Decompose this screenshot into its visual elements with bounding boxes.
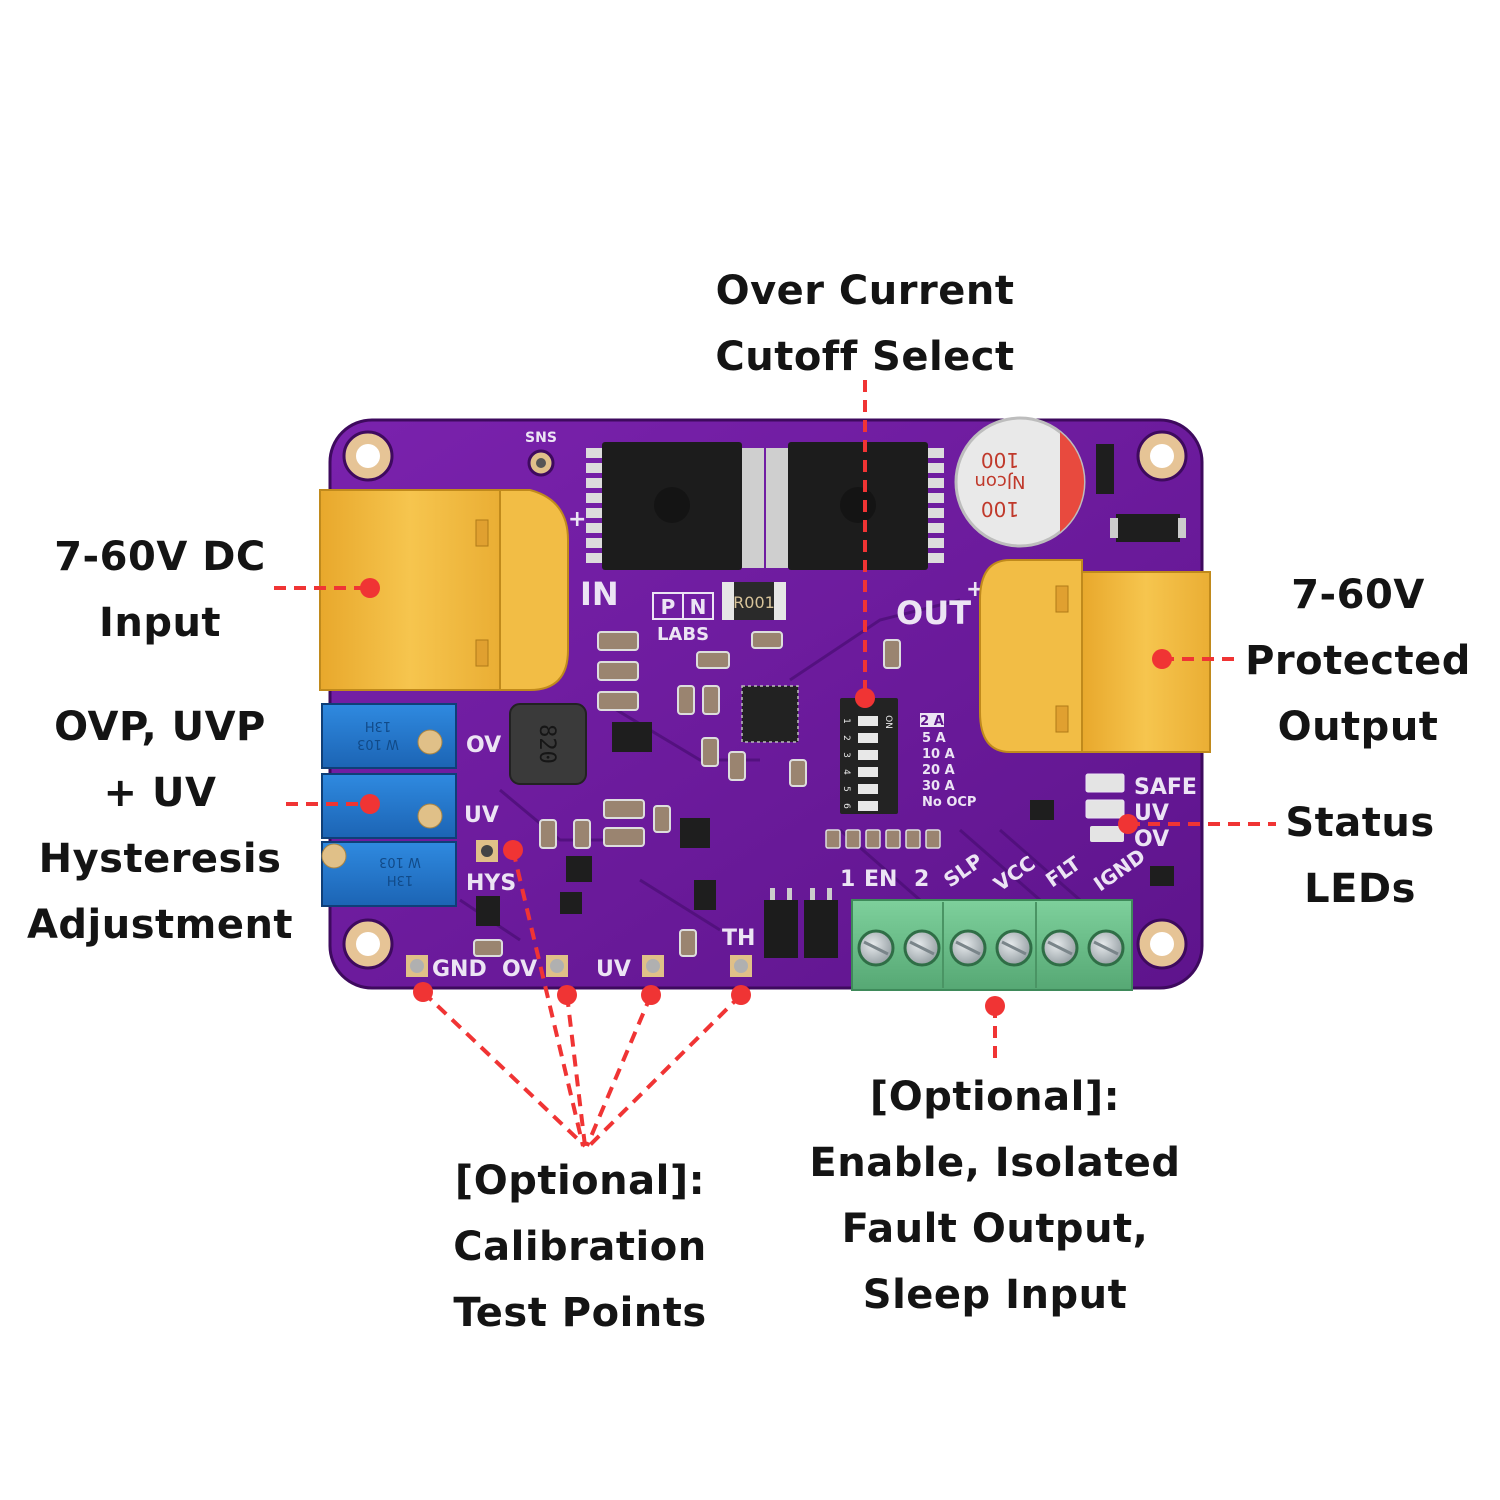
trimpot-label-ov: OV [466, 733, 501, 758]
callout-line: Status [1285, 800, 1435, 846]
screw-slot [955, 940, 981, 956]
capacitor-marking-3: 100 [981, 497, 1019, 521]
capacitor-marking-1: 100 [981, 448, 1019, 472]
inductor-marking: 820 [534, 724, 559, 764]
callout-line: Enable, Isolated [809, 1140, 1181, 1186]
in-label: IN [580, 575, 619, 613]
callout-over-current: Over Current Cutoff Select [660, 258, 1070, 390]
callout-line: Sleep Input [862, 1272, 1128, 1318]
input-xt-connector [319, 489, 569, 691]
dip-position: 2 [841, 735, 851, 741]
mounting-holes [342, 430, 1188, 970]
trimpot-label-hys: HYS [466, 871, 516, 896]
dip-current-options: 2 A 5 A 10 A 20 A 30 A No OCP [920, 713, 976, 810]
trimpot-marking: 13H [387, 872, 413, 887]
logo-letter-n: N [690, 595, 707, 619]
test-point-label-gnd: GND [432, 957, 487, 982]
callout-line: Output [1277, 704, 1439, 750]
led-label-uv: UV [1134, 801, 1169, 826]
callout-line: 7-60V [1291, 572, 1425, 618]
screw-slot [1047, 940, 1073, 956]
callout-line: Protected [1245, 638, 1471, 684]
callout-calibration: [Optional]: Calibration Test Points [420, 1148, 740, 1346]
callout-dc-input: 7-60V DC Input [20, 524, 300, 656]
dip-position: 3 [841, 752, 851, 758]
callout-enable-fault: [Optional]: Enable, Isolated Fault Outpu… [790, 1064, 1200, 1328]
diodes [1096, 444, 1186, 542]
dip-on-label: ON [883, 715, 893, 729]
test-point-label-uv: UV [596, 957, 631, 982]
terminal-label: 1 [840, 867, 855, 892]
callout-line: [Optional]: [869, 1074, 1121, 1120]
electrolytic-capacitor: 100 NJcon 100 [954, 416, 1086, 548]
callout-line: + UV [103, 770, 217, 816]
shunt-marking: R001 [733, 593, 775, 612]
callout-line: Calibration [453, 1224, 707, 1270]
logo-letter-p: P [661, 595, 676, 619]
sns-label: SNS [525, 430, 557, 446]
trimpot-marking: W 103 [357, 736, 399, 751]
trimpot-uv [321, 773, 457, 839]
optocouplers [764, 888, 838, 958]
resistor-row [825, 829, 941, 849]
callout-line: Test Points [453, 1290, 707, 1336]
callout-line: Adjustment [26, 902, 294, 948]
trimpot-hys: W 103 13H [321, 841, 457, 907]
dip-position: 5 [841, 786, 851, 792]
trimpot-marking: 13H [365, 718, 391, 733]
callout-line: OVP, UVP [54, 704, 266, 750]
svg-text:+: + [568, 507, 586, 532]
inductor: 820 [509, 703, 587, 785]
dip-position: 6 [841, 803, 851, 809]
status-leds: SAFE UV OV [1085, 773, 1197, 852]
callout-protected-output: 7-60V Protected Output [1236, 562, 1480, 760]
callout-line: LEDs [1304, 866, 1416, 912]
current-option: 10 A [922, 747, 955, 762]
led-label-safe: SAFE [1134, 775, 1197, 800]
shunt-resistor: R001 [722, 582, 786, 620]
dip-position: 1 [841, 718, 851, 724]
trimpot-marking: W 103 [379, 854, 421, 869]
callout-adjustment: OVP, UVP + UV Hysteresis Adjustment [10, 694, 310, 958]
dip-position: 4 [841, 769, 851, 775]
callout-line: Fault Output, [841, 1206, 1149, 1252]
screw-slot [1001, 940, 1027, 956]
capacitor-marking-2: NJcon [974, 471, 1025, 492]
terminal-block [851, 899, 1133, 991]
out-label: OUT [896, 594, 971, 632]
dip-switch: 1 2 3 4 5 6 ON [840, 698, 898, 814]
callout-line: Hysteresis [38, 836, 282, 882]
current-option-selected: 2 A [920, 714, 944, 729]
mosfet-in [586, 442, 764, 570]
callout-status-leds: Status LEDs [1270, 790, 1450, 922]
controller-ic [741, 685, 799, 743]
callout-line: Input [98, 600, 222, 646]
mosfet-out [766, 442, 944, 570]
logo-labs: LABS [657, 624, 709, 645]
passive-components [473, 631, 901, 957]
trimpot-ov: 13H W 103 [321, 703, 457, 769]
test-point-label-ov: OV [502, 957, 537, 982]
callout-line: Over Current [715, 268, 1015, 314]
callout-line: [Optional]: [454, 1158, 706, 1204]
test-point-label-th: TH [722, 926, 755, 951]
screw-slot [863, 940, 889, 956]
pn-labs-logo: P N LABS [652, 592, 714, 645]
terminal-label: 2 [914, 867, 929, 892]
output-xt-connector [979, 559, 1211, 753]
callout-line: Cutoff Select [715, 334, 1015, 380]
led-label-ov: OV [1134, 827, 1169, 852]
current-option: 30 A [922, 779, 955, 794]
screw-slot [1093, 940, 1119, 956]
trimpot-label-uv: UV [464, 803, 499, 828]
current-option: 20 A [922, 763, 955, 778]
current-option: No OCP [922, 795, 976, 810]
callout-line: 7-60V DC [54, 534, 266, 580]
terminal-label: EN [864, 867, 897, 892]
current-option: 5 A [922, 731, 946, 746]
screw-slot [909, 940, 935, 956]
sns-pad: SNS [525, 430, 557, 477]
